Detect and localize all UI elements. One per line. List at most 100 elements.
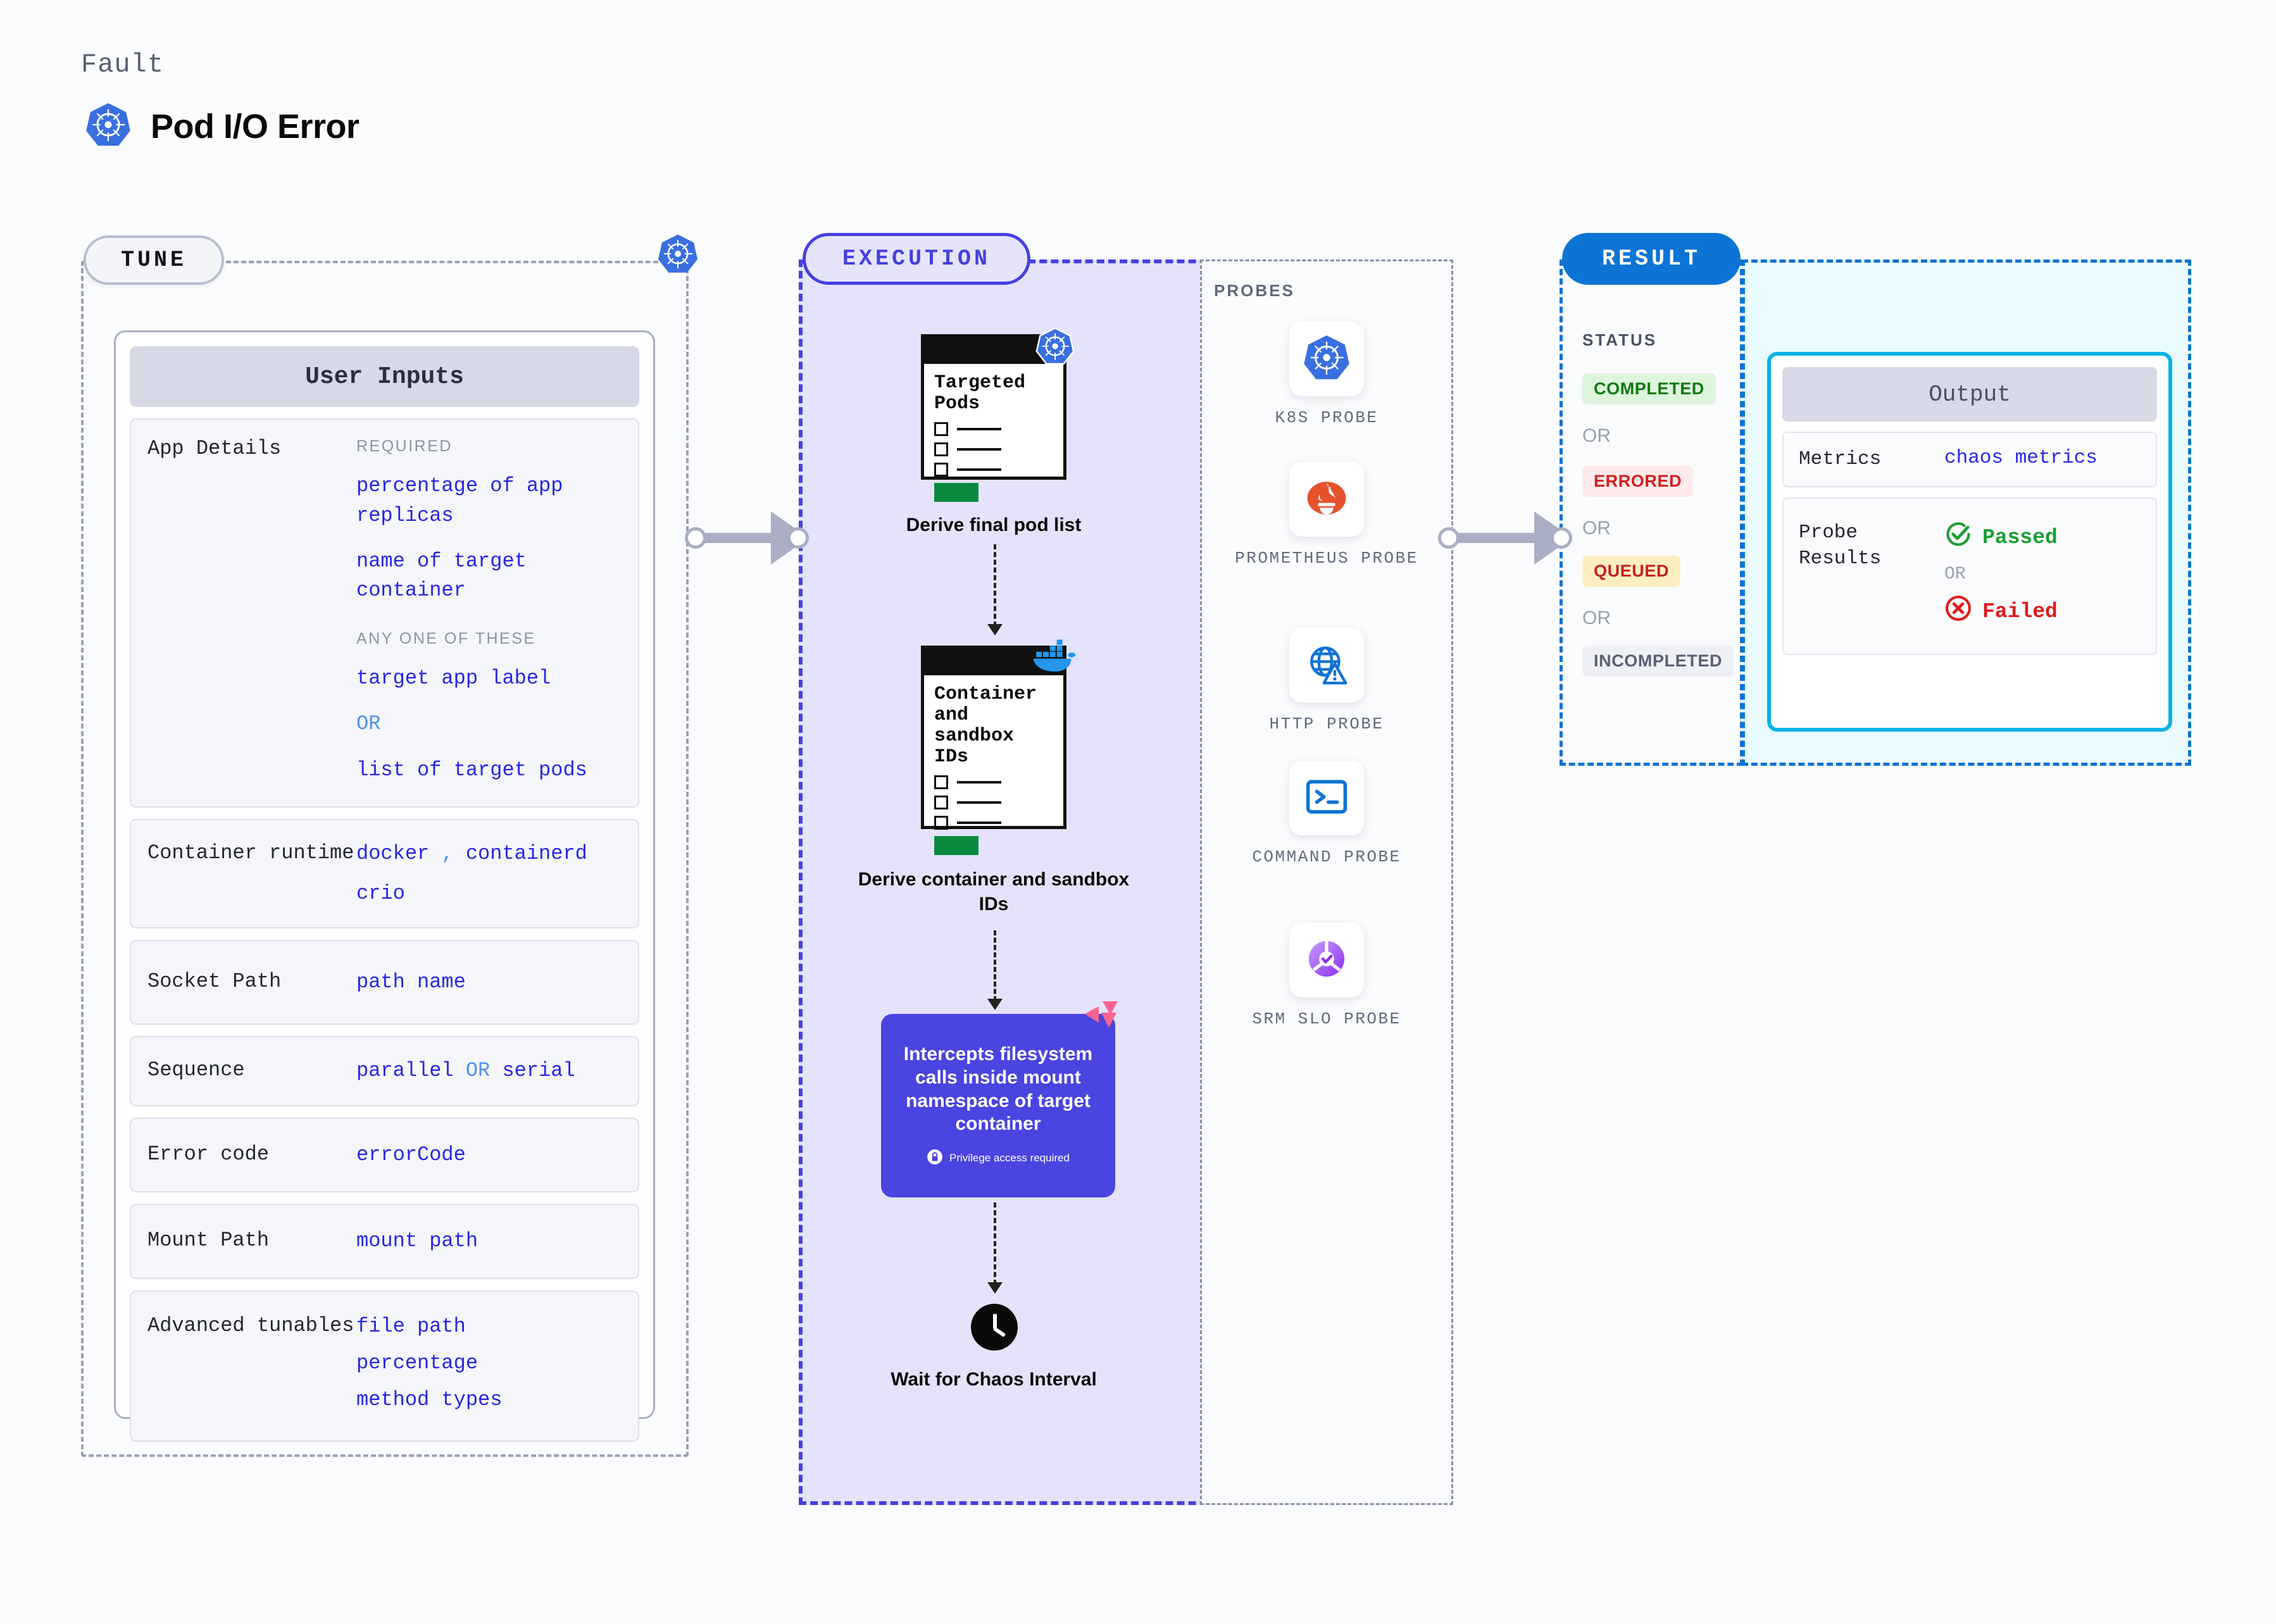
node-caption-derive-pod-list: Derive final pod list <box>906 515 1082 535</box>
tune-row-values: REQUIRED percentage of app replicas name… <box>356 435 622 785</box>
probe-label: K8S PROBE <box>1275 408 1379 427</box>
tune-value-or: OR <box>465 1059 491 1083</box>
status-or-label: OR <box>1582 608 1611 628</box>
tune-row-label: Error code <box>147 1142 270 1166</box>
checkbox-icon <box>934 775 948 789</box>
tune-row-socket-path[interactable]: Socket Path path name <box>130 940 639 1025</box>
probe-http[interactable]: HTTP PROBE <box>1232 628 1422 735</box>
card-title: Targeted Pods <box>934 372 1026 415</box>
result-badge[interactable]: RESULT <box>1562 233 1741 285</box>
group-heading-required: REQUIRED <box>356 437 453 455</box>
privilege-note-text: Privilege access required <box>949 1152 1070 1165</box>
checkbox-icon <box>934 816 948 830</box>
tune-row-app-details[interactable]: App Details REQUIRED percentage of app r… <box>130 418 639 808</box>
probe-label: HTTP PROBE <box>1269 715 1384 734</box>
tune-row-error-code[interactable]: Error code errorCode <box>130 1117 639 1193</box>
probe-tile <box>1289 628 1364 703</box>
output-row-value: chaos metrics <box>1944 447 2098 469</box>
checkbox-icon <box>934 463 948 477</box>
card-body: Targeted Pods <box>924 364 1063 502</box>
value-separator: , <box>441 842 454 866</box>
tune-row-label: Mount Path <box>147 1228 270 1252</box>
tune-value: crio <box>356 881 405 905</box>
connector-shaft <box>703 533 781 543</box>
probe-prometheus[interactable]: PROMETHEUS PROBE <box>1232 462 1422 570</box>
tune-row-values: file path percentage method types <box>356 1312 622 1415</box>
tune-value: target app label <box>356 666 551 690</box>
group-heading-any-one: ANY ONE OF THESE <box>356 629 536 647</box>
kubernetes-icon <box>657 233 699 278</box>
tune-row-container-runtime[interactable]: Container runtime docker , containerd cr… <box>130 819 639 929</box>
probe-tile <box>1289 761 1364 835</box>
connector-line <box>994 930 996 1001</box>
x-circle-icon <box>1944 594 1972 628</box>
probe-label: SRM SLO PROBE <box>1252 1009 1401 1028</box>
tune-row-sequence[interactable]: Sequence parallel OR serial <box>130 1036 639 1106</box>
green-bar <box>934 836 979 855</box>
connector-endpoint <box>685 527 706 549</box>
probe-tile <box>1289 322 1364 396</box>
execution-badge[interactable]: EXECUTION <box>803 233 1030 285</box>
user-inputs-card: User Inputs App Details REQUIRED percent… <box>114 330 655 1442</box>
status-or-label: OR <box>1582 518 1611 539</box>
terminal-icon <box>1304 778 1349 819</box>
tune-row-mount-path[interactable]: Mount Path mount path <box>130 1204 639 1279</box>
kubernetes-icon <box>1035 327 1075 369</box>
tune-value: docker <box>356 842 430 866</box>
probes-panel <box>1200 259 1453 1505</box>
checkbox-icon <box>934 796 948 809</box>
status-section-title: STATUS <box>1582 330 1658 349</box>
intercept-action-node[interactable]: Intercepts filesystem calls inside mount… <box>881 1014 1115 1197</box>
tune-row-advanced-tunables[interactable]: Advanced tunables file path percentage m… <box>130 1290 639 1442</box>
placeholder-line <box>957 468 1001 471</box>
probe-result-failed-label: Failed <box>1982 599 2058 623</box>
output-row-probe-results[interactable]: Probe Results Passed OR <box>1782 497 2157 656</box>
probes-section-title: PROBES <box>1214 281 1295 300</box>
privilege-note: Privilege access required <box>927 1149 1070 1168</box>
status-badge-queued: QUEUED <box>1582 556 1681 587</box>
connector-arrowhead <box>987 1282 1003 1294</box>
card-body: Container and sandbox IDs <box>924 675 1063 855</box>
user-inputs-title: User Inputs <box>130 346 639 407</box>
probe-srm-slo[interactable]: SRM SLO PROBE <box>1232 923 1422 1030</box>
kubernetes-icon <box>1303 334 1351 385</box>
connector-endpoint <box>1438 527 1460 549</box>
output-row-label: Probe Results <box>1799 522 1882 570</box>
card-title: Container and sandbox IDs <box>934 684 1037 768</box>
connector-shaft <box>1456 533 1544 543</box>
tune-row-label: Container runtime <box>147 841 354 865</box>
probe-command[interactable]: COMMAND PROBE <box>1232 761 1422 868</box>
probe-result-failed: Failed <box>1944 594 2141 628</box>
checklist <box>934 422 1053 502</box>
wait-chaos-interval-node <box>971 1304 1018 1351</box>
node-caption-wait-chaos: Wait for Chaos Interval <box>891 1369 1097 1390</box>
tune-value: parallel <box>356 1059 454 1083</box>
page-title: Pod I/O Error <box>151 107 360 146</box>
node-caption-derive-container-ids: Derive container and sandbox IDs <box>858 869 1130 915</box>
tune-value: mount path <box>356 1229 478 1253</box>
srm-slo-icon <box>1303 935 1350 985</box>
connector-probes-to-result <box>1438 511 1572 565</box>
tune-value: serial <box>502 1059 575 1083</box>
connector-arrowhead <box>987 624 1003 635</box>
clock-icon <box>971 1304 1018 1351</box>
placeholder-line <box>957 821 1001 824</box>
status-badge-errored: ERRORED <box>1582 466 1694 497</box>
probe-result-passed-label: Passed <box>1982 525 2058 549</box>
intercept-description: Intercepts filesystem calls inside mount… <box>903 1044 1093 1135</box>
fault-eyebrow-label: Fault <box>81 49 165 80</box>
output-row-metrics[interactable]: Metrics chaos metrics <box>1782 432 2157 488</box>
lock-icon <box>927 1149 943 1168</box>
tune-value: method types <box>356 1388 503 1412</box>
status-badge-completed: COMPLETED <box>1582 373 1716 404</box>
probe-tile <box>1289 923 1364 997</box>
probe-result-or-label: OR <box>1944 565 1966 585</box>
tune-badge[interactable]: TUNE <box>84 235 224 285</box>
connector-arrowhead <box>987 999 1003 1010</box>
tune-row-values: parallel OR serial <box>356 1056 622 1085</box>
checklist <box>934 775 1053 855</box>
prometheus-icon <box>1303 474 1351 525</box>
connector-endpoint <box>1551 527 1572 549</box>
kubernetes-icon <box>85 101 132 151</box>
probe-k8s[interactable]: K8S PROBE <box>1232 322 1422 429</box>
